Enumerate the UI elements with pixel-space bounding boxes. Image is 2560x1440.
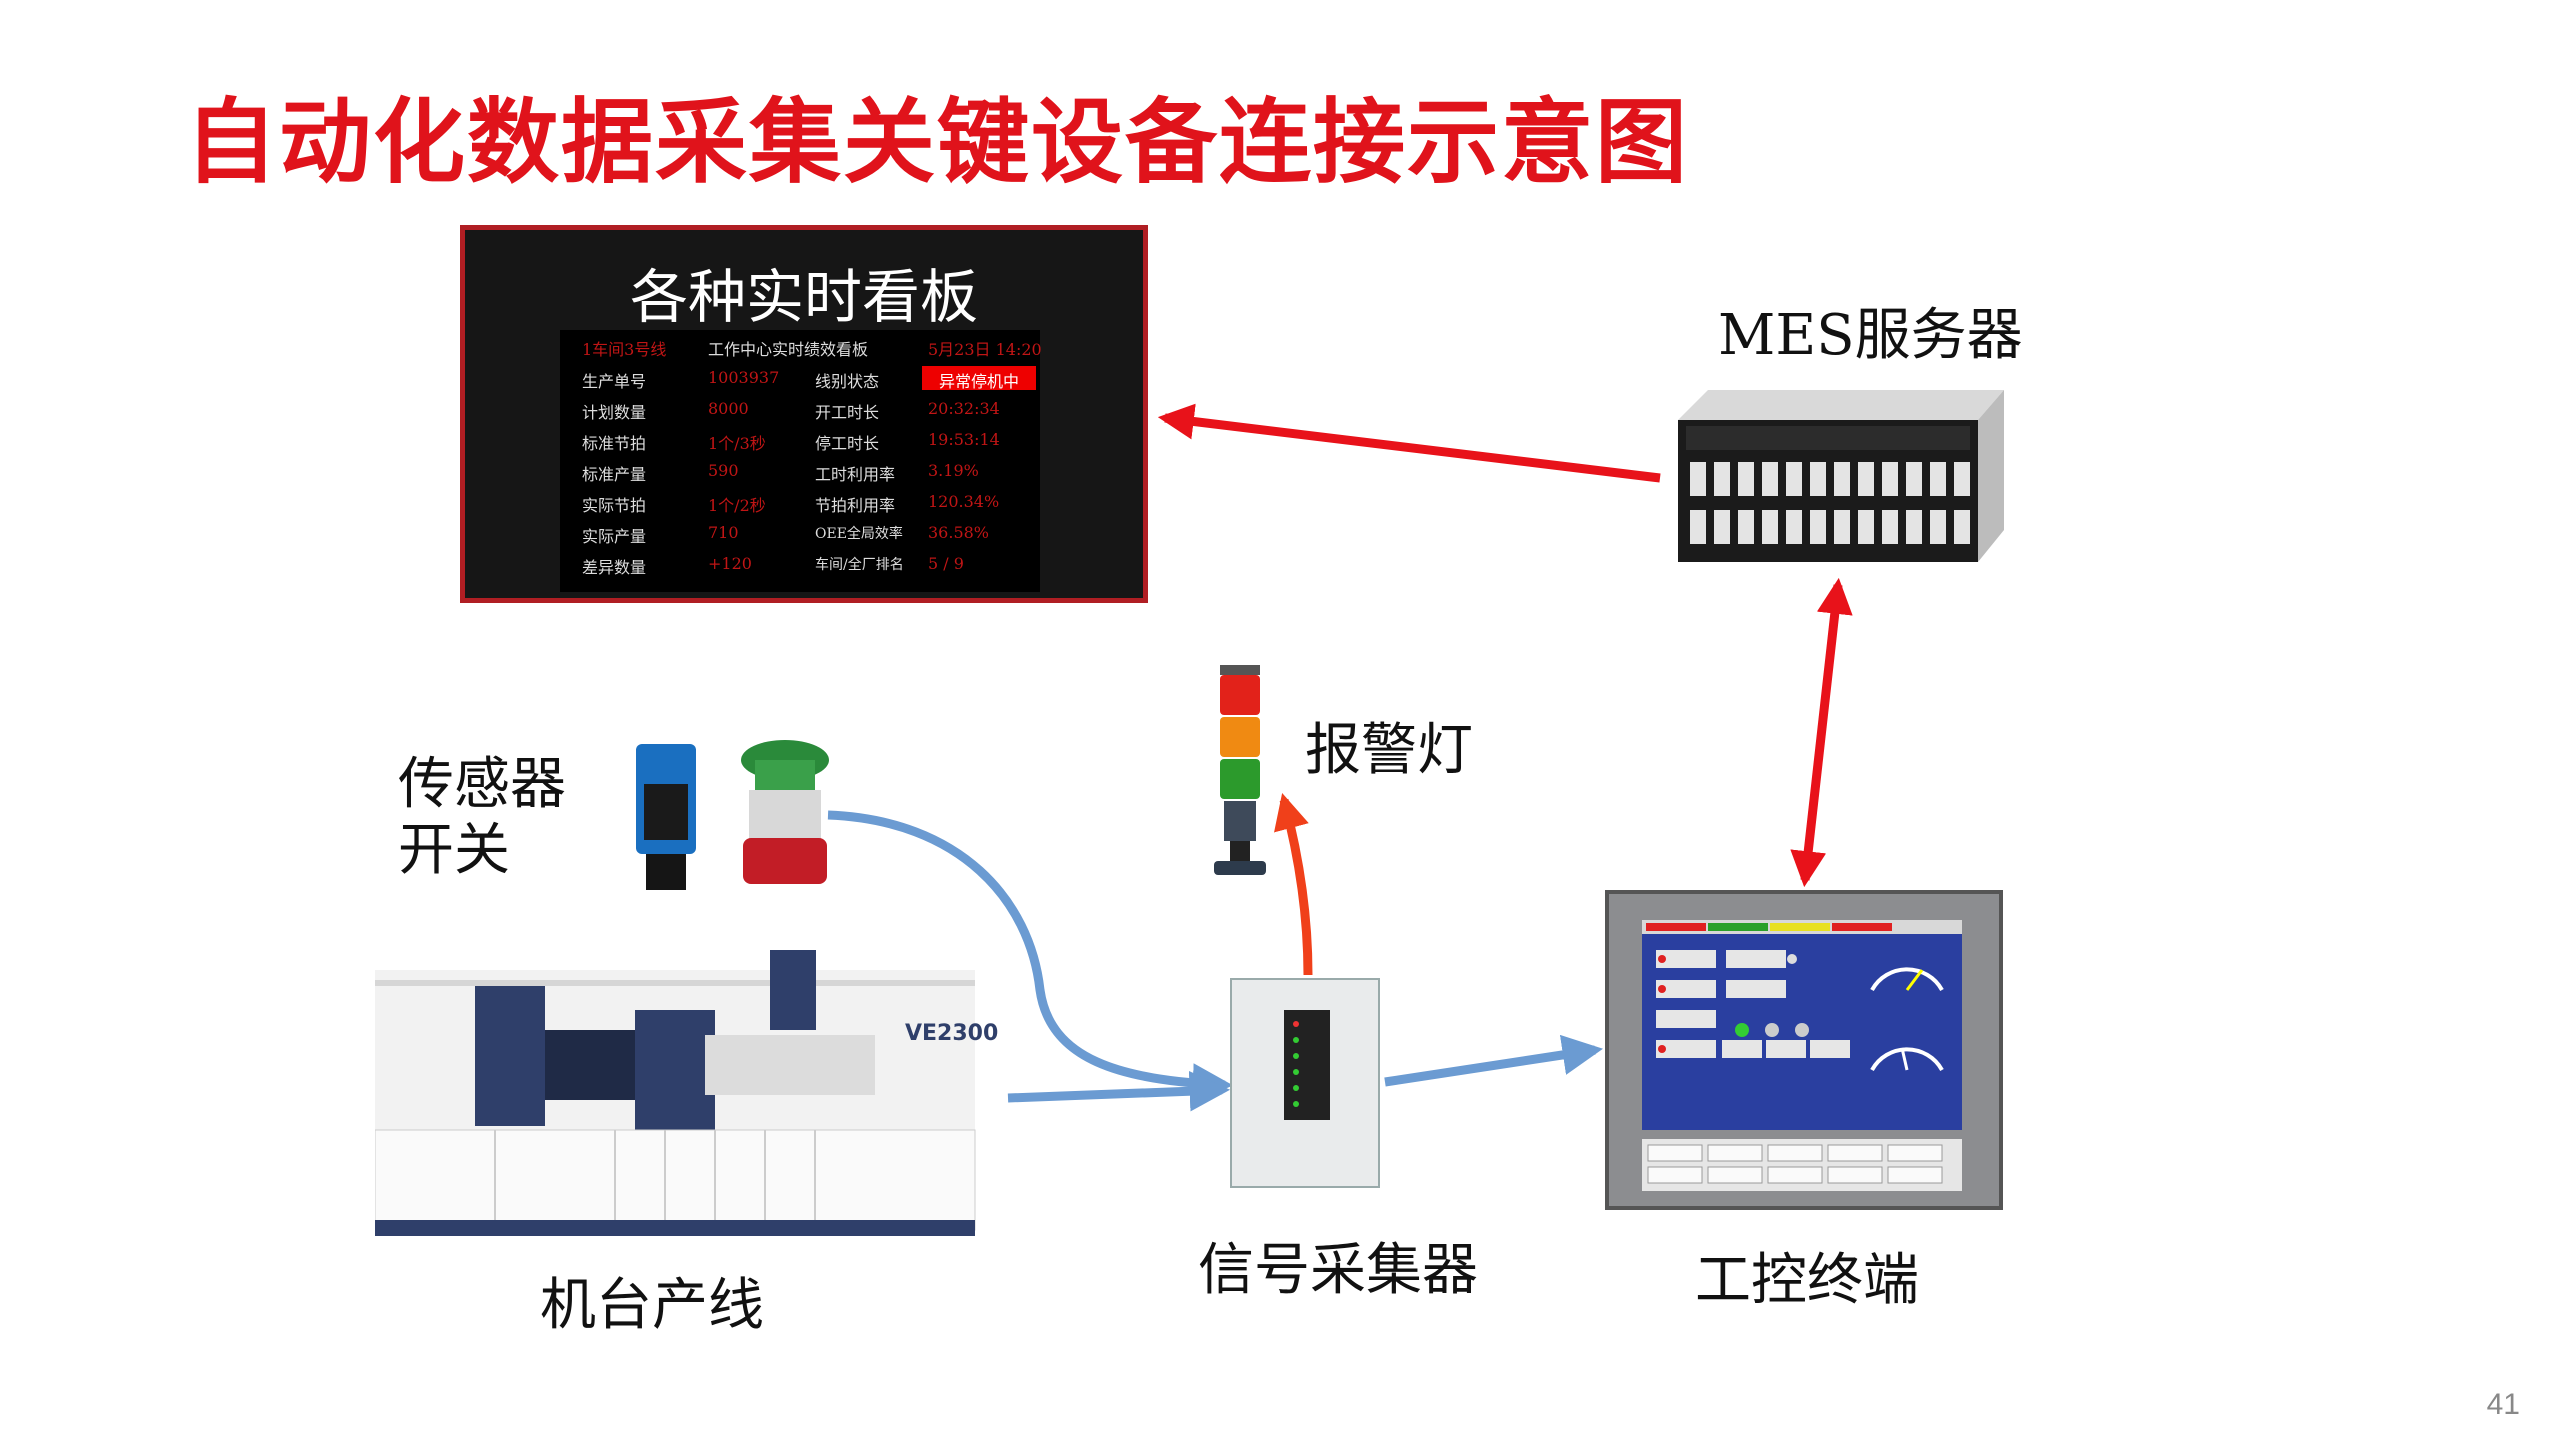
table-cell: 生产单号 [582,372,647,391]
table-cell: 实际产量 [582,527,647,546]
status-leds-icon [1293,1021,1299,1107]
line-status-badge: 异常停机中 [922,366,1036,391]
table-cell: 标准产量 [582,465,647,484]
table-cell: 实际节拍 [582,496,647,515]
table-cell: 5 / 9 [928,554,964,573]
dashboard-heading: 各种实时看板 [629,263,978,331]
photoelectric-sensor-icon [636,744,696,890]
table-cell: 19:53:14 [928,430,1000,449]
table-cell: 590 [708,461,739,480]
machine-model-text: VE2300 [905,1021,998,1046]
table-cell: 1个/2秒 [708,496,766,515]
table-cell: 3.19% [928,461,979,480]
table-cell: 120.34% [928,492,1000,511]
table-cell: 710 [708,523,739,542]
server-icon [1678,390,2004,562]
table-cell: 1003937 [708,368,780,387]
table-cell: 工作中心实时绩效看板 [708,340,869,359]
machine-to-collector-arrow [1007,1070,1231,1112]
table-row: 标准产量 590 工时利用率 3.19% [560,455,1040,486]
table-cell: 36.58% [928,523,990,542]
table-row: 计划数量 8000 开工时长 20:32:34 [560,393,1040,424]
table-row: 1车间3号线 工作中心实时绩效看板 5月23日 14:20 [560,330,1042,361]
emergency-switch-icon [741,740,829,884]
table-cell: 停工时长 [815,434,880,453]
table-cell: OEE全局效率 [815,526,903,542]
table-row: 标准节拍 1个/3秒 停工时长 19:53:14 [560,424,1040,455]
terminal-screen [1642,920,1962,1130]
table-cell: 1车间3号线 [582,340,667,359]
table-row: 实际产量 710 OEE全局效率 36.58% [560,517,1040,548]
table-cell: 差异数量 [582,558,647,577]
sensor-to-collector-arrow [827,810,1234,1104]
page-number: 41 [2486,1388,2520,1421]
collector-to-alarm-arrow [1274,793,1313,976]
table-cell: 车间/全厂排名 [815,557,904,573]
ipc-terminal-device [1605,890,2003,1210]
alarm-light-label: 报警灯 [1305,718,1473,783]
signal-collector-label: 信号采集器 [1198,1238,1478,1303]
table-cell: 计划数量 [582,403,647,422]
signal-collector-device [1230,978,1380,1188]
table-row: 差异数量 +120 车间/全厂排名 5 / 9 [560,548,1040,579]
panel-buttons-graphic [1647,1144,1943,1184]
table-cell: 标准节拍 [582,434,647,453]
table-row: 实际节拍 1个/2秒 节拍利用率 120.34% [560,486,1040,517]
led-strip [1284,1010,1330,1120]
terminal-server-arrow [1790,577,1853,888]
sensor-label: 传感器 [398,752,566,817]
table-cell: 线别状态 [815,372,880,391]
table-cell: 20:32:34 [928,399,1000,418]
server-to-board-arrow [1157,403,1661,483]
table-cell: 开工时长 [815,403,880,422]
mes-server-label: MES服务器 [1718,303,2023,368]
table-cell: 5月23日 14:20 [928,340,1042,359]
collector-to-terminal-arrow [1384,1034,1604,1087]
alarm-light-icon [1214,665,1266,875]
page-title: 自动化数据采集关键设备连接示意图 [185,89,1690,196]
table-cell: 节拍利用率 [815,496,896,515]
injection-machine-icon: VE2300 [375,950,998,1236]
table-row: 生产单号 1003937 线别状态 异常停机中 [560,362,1040,393]
terminal-button-panel [1642,1139,1962,1191]
dashboard-table: 1车间3号线 工作中心实时绩效看板 5月23日 14:20 生产单号 10039… [560,330,1042,592]
hmi-screen-graphic [1642,920,1962,1072]
machine-line-label: 机台产线 [540,1273,764,1338]
switch-label: 开关 [398,818,510,883]
table-cell: 8000 [708,399,749,418]
realtime-dashboard: 各种实时看板 1车间3号线 工作中心实时绩效看板 5月23日 14:20 生产单… [460,225,1148,603]
table-cell: 1个/3秒 [708,434,766,453]
sensor-switch-label: 传感器 开关 [398,752,566,884]
ipc-terminal-label: 工控终端 [1695,1248,1919,1313]
table-cell: 工时利用率 [815,465,896,484]
table-cell: +120 [708,554,752,573]
